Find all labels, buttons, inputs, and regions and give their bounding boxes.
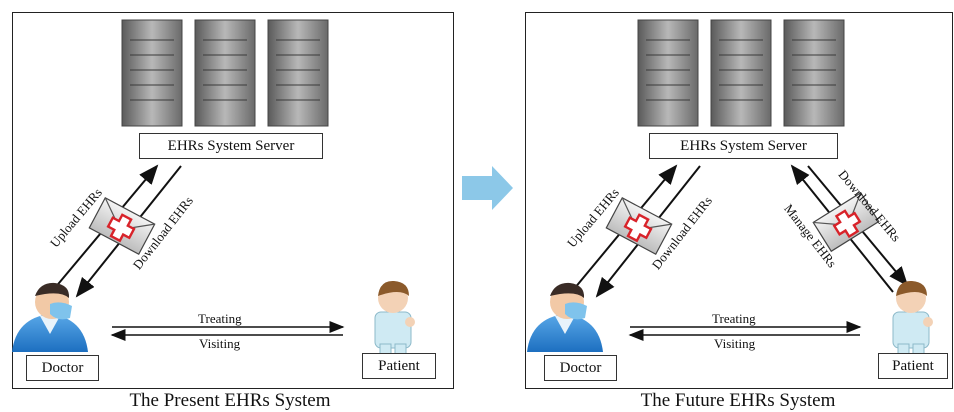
visiting-label: Visiting bbox=[199, 336, 241, 351]
server-label: EHRs System Server bbox=[649, 133, 838, 159]
future-system-caption: The Future EHRs System bbox=[640, 390, 836, 411]
transition-arrow-icon bbox=[462, 166, 513, 210]
medical-envelope-icon bbox=[812, 191, 880, 253]
doctor-label: Doctor bbox=[26, 355, 99, 381]
medical-envelope-icon bbox=[605, 197, 673, 255]
doctor-label: Doctor bbox=[544, 355, 617, 381]
patient-icon bbox=[892, 280, 933, 357]
server-icon bbox=[121, 19, 329, 127]
treating-label: Treating bbox=[712, 311, 756, 326]
server-icon bbox=[637, 19, 845, 127]
doctor-icon bbox=[527, 282, 603, 352]
medical-envelope-icon bbox=[88, 197, 156, 255]
visiting-label: Visiting bbox=[714, 336, 756, 351]
patient-icon bbox=[374, 280, 415, 357]
present-system-caption: The Present EHRs System bbox=[129, 390, 331, 411]
patient-label: Patient bbox=[878, 353, 948, 379]
patient-label: Patient bbox=[362, 353, 436, 379]
doctor-icon bbox=[12, 282, 88, 352]
server-label: EHRs System Server bbox=[139, 133, 323, 159]
treating-label: Treating bbox=[198, 311, 242, 326]
